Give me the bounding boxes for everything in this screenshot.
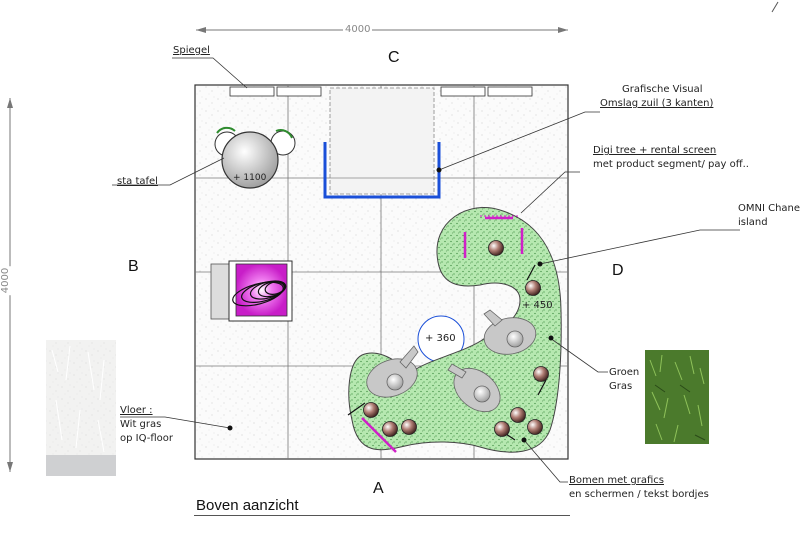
- left-dimension-text: 4000: [0, 265, 12, 296]
- title-underline: [194, 515, 570, 516]
- side-d-label: D: [612, 262, 624, 279]
- island-label: island: [738, 217, 768, 228]
- rotation-value: + 360: [425, 333, 456, 344]
- island-height-value: + 450: [522, 300, 553, 311]
- table-height-value: + 1100: [233, 173, 267, 183]
- vloer-label: Vloer :: [120, 405, 153, 416]
- corner-mark: [771, 1, 779, 13]
- groen-label: Groen: [609, 367, 640, 378]
- standing-table: [214, 126, 296, 189]
- green-grass-swatch: [645, 350, 709, 444]
- light-counter: [210, 260, 293, 322]
- digi-tree-sub-label: met product segment/ pay off..: [593, 159, 749, 170]
- schermen-label: en schermen / tekst bordjes: [569, 489, 709, 500]
- wit-gras-label: Wit gras: [120, 419, 162, 430]
- top-dimension-text: 4000: [343, 24, 373, 35]
- bomen-label: Bomen met grafics: [569, 475, 664, 486]
- visitor-figures: [366, 309, 537, 413]
- leader-lines: [112, 57, 740, 483]
- grafische-visual-label: Grafische Visual: [622, 84, 703, 95]
- leader-dots: [227, 167, 554, 443]
- spiegel-label: Spiegel: [173, 45, 210, 56]
- drawing-title: Boven aanzicht: [196, 497, 299, 514]
- side-c-label: C: [388, 49, 400, 66]
- top-dimension-line: [196, 27, 568, 33]
- iq-floor-label: op IQ-floor: [120, 433, 173, 444]
- omni-chanel-label: OMNI Chanel: [738, 203, 800, 214]
- gras-label: Gras: [609, 381, 633, 392]
- tree-balls: [363, 240, 549, 437]
- white-grass-swatch: [46, 340, 116, 476]
- magenta-screens: [361, 216, 524, 453]
- omslag-zuil-label: Omslag zuil (3 kanten): [600, 98, 714, 109]
- sta-tafel-label: sta tafel: [117, 176, 158, 187]
- mirror-panels: [229, 86, 533, 97]
- digi-tree-label: Digi tree + rental screen: [593, 145, 717, 156]
- side-b-label: B: [128, 258, 139, 275]
- graphic-column: [323, 87, 441, 199]
- side-a-label: A: [373, 480, 384, 497]
